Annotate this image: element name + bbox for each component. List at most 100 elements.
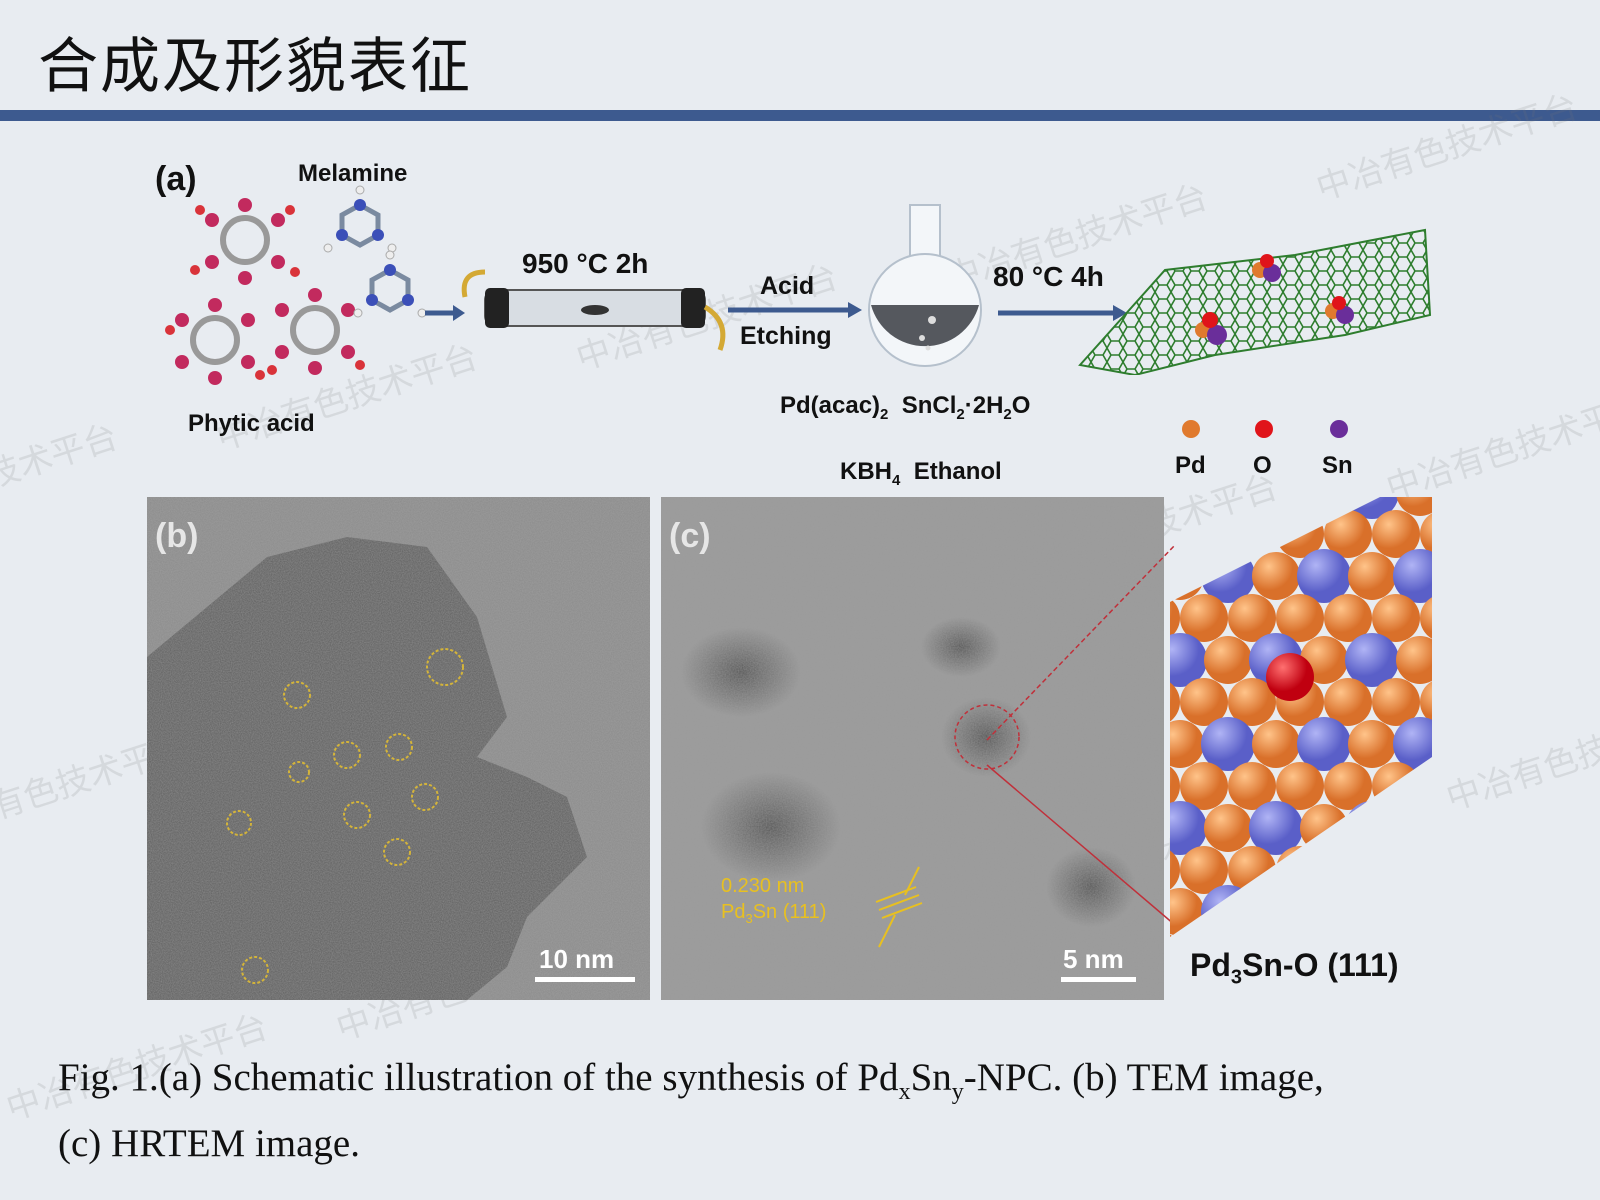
- pd-atom: [1396, 636, 1432, 684]
- phytic-acid-molecule: [165, 298, 265, 385]
- pd-atom: [1420, 762, 1432, 810]
- pd-atom: [1372, 678, 1420, 726]
- sn-atom: [1170, 801, 1207, 855]
- pd-atom: [1180, 594, 1228, 642]
- sn-atom: [1249, 801, 1303, 855]
- legend-o-label: O: [1253, 452, 1272, 479]
- watermark: 中冶有色技术平台: [0, 416, 123, 539]
- pd-atom: [1372, 846, 1420, 894]
- reagents-line1: Pd(acac)2 SnCl2·2H2O: [780, 392, 1031, 423]
- pd-atom: [1180, 510, 1228, 558]
- panel-b-letter: (b): [155, 517, 199, 555]
- watermark: 中冶有色技术平台: [1381, 386, 1600, 509]
- pd-atom: [1372, 762, 1420, 810]
- pd-atom: [1348, 720, 1396, 768]
- legend-pd-dot: [1182, 420, 1200, 438]
- pd-atom: [1276, 930, 1324, 937]
- melamine-molecule: [353, 250, 427, 318]
- legend-sn-label: Sn: [1322, 452, 1353, 479]
- pd-atom: [1300, 497, 1348, 516]
- sn-atom: [1249, 497, 1303, 519]
- atomic-model-label: Pd3Sn-O (111): [1190, 947, 1399, 989]
- melamine-molecule: [323, 185, 397, 253]
- zoom-indicator-lines: [986, 544, 1176, 926]
- sn-atom: [1297, 549, 1351, 603]
- pd-atom: [1170, 720, 1204, 768]
- figure-caption: Fig. 1.(a) Schematic illustration of the…: [58, 1056, 1324, 1165]
- pd-atom: [1420, 846, 1432, 894]
- hrtem-image: [661, 497, 1164, 1000]
- pd-atom: [1300, 804, 1348, 852]
- legend-sn-dot: [1330, 420, 1348, 438]
- pd-atom: [1170, 510, 1180, 558]
- lattice-plane-label: Pd3Sn (111): [721, 901, 827, 926]
- scale-bar: [535, 977, 635, 982]
- pd-atom: [1276, 594, 1324, 642]
- pd-atom: [1396, 497, 1432, 516]
- pd-atom: [1228, 594, 1276, 642]
- pd-atom: [1324, 930, 1372, 937]
- sn-atom: [1201, 717, 1255, 771]
- panel-c-letter: (c): [669, 517, 711, 555]
- pd-atom: [1180, 930, 1228, 937]
- pd3sn-o-111-atomic-model: [1170, 497, 1432, 937]
- pd-atom: [1228, 678, 1276, 726]
- legend-pd-label: Pd: [1175, 452, 1206, 479]
- carbon-sheet-illustration: [1078, 228, 1432, 375]
- d-spacing-label: 0.230 nm: [721, 875, 805, 897]
- sn-atom: [1393, 717, 1432, 771]
- sn-atom: [1170, 633, 1207, 687]
- scale-bar-label: 10 nm: [539, 944, 615, 974]
- pd-atom: [1252, 888, 1300, 936]
- pd-atom: [1324, 762, 1372, 810]
- step1-condition: 950 °C 2h: [522, 248, 649, 279]
- phytic-acid-label: Phytic acid: [188, 410, 315, 437]
- sn-atom: [1345, 801, 1399, 855]
- pdsn-particle: [1195, 312, 1227, 345]
- sn-atom: [1170, 497, 1207, 519]
- pd-atom: [1180, 846, 1228, 894]
- process-arrow: [425, 305, 465, 321]
- slide-title: 合成及形貌表征: [38, 32, 472, 102]
- pd-atom: [1324, 510, 1372, 558]
- process-arrow: [728, 302, 862, 318]
- tem-image-panel: (b) 10 nm: [147, 497, 650, 1000]
- pd-atom: [1252, 552, 1300, 600]
- pd-atom: [1348, 888, 1396, 936]
- pd-atom: [1180, 678, 1228, 726]
- scale-bar: [1061, 977, 1136, 982]
- sn-atom: [1393, 549, 1432, 603]
- pd-atom: [1252, 720, 1300, 768]
- sn-atom: [1393, 885, 1432, 937]
- pd-atom: [1204, 636, 1252, 684]
- watermark: 中冶有色技术平台: [1311, 86, 1583, 209]
- sn-atom: [1297, 885, 1351, 937]
- reagents-line2: KBH4 Ethanol: [840, 458, 1002, 489]
- pd-atom: [1372, 594, 1420, 642]
- pd-atom: [1324, 846, 1372, 894]
- precursor-molecules-illustration: [165, 185, 427, 385]
- pd-atom: [1420, 930, 1432, 937]
- legend-o-dot: [1255, 420, 1273, 438]
- sn-atom: [1345, 633, 1399, 687]
- acid-label: Acid: [760, 272, 815, 300]
- sn-atom: [1201, 885, 1255, 937]
- sn-atom: [1297, 717, 1351, 771]
- pd-atom: [1180, 762, 1228, 810]
- pd-atom: [1324, 594, 1372, 642]
- hrtem-image-panel: (c) 0.230 nm Pd3Sn (111) 5 nm: [661, 497, 1164, 1000]
- pdsn-particle: [1252, 254, 1281, 282]
- phytic-acid-molecule: [190, 198, 300, 285]
- pd-atom: [1228, 930, 1276, 937]
- pdsn-particle: [1325, 296, 1354, 324]
- pd-atom: [1372, 510, 1420, 558]
- melamine-label: Melamine: [298, 160, 408, 187]
- pd-atom: [1228, 762, 1276, 810]
- tem-image: [147, 497, 650, 1000]
- round-bottom-flask-illustration: [868, 204, 982, 367]
- title-divider: [0, 110, 1600, 121]
- step2-condition: 80 °C 4h: [993, 261, 1104, 292]
- pd-atom: [1348, 552, 1396, 600]
- o-atom: [1266, 653, 1314, 701]
- pd-atom: [1276, 846, 1324, 894]
